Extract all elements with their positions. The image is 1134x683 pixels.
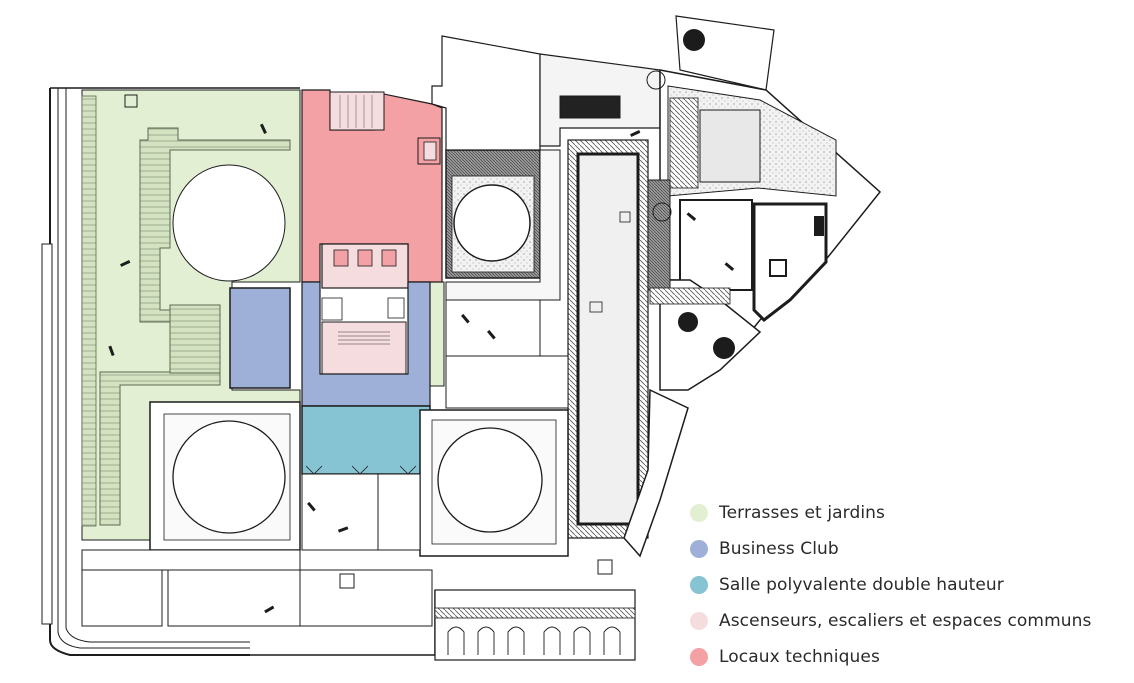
legend-item-business: Business Club xyxy=(690,536,839,562)
north-block xyxy=(431,35,541,151)
communs-dot-icon xyxy=(690,612,708,630)
north-dark-room xyxy=(559,95,621,119)
furniture-markers xyxy=(108,123,735,614)
courtyard-north xyxy=(445,123,541,279)
legend-label: Ascenseurs, escaliers et espaces communs xyxy=(719,611,1092,631)
legend-label: Business Club xyxy=(719,539,839,559)
zone-business xyxy=(229,281,431,407)
legend-item-communs: Ascenseurs, escaliers et espaces communs xyxy=(690,608,1091,634)
legend-label: Terrasses et jardins xyxy=(719,503,885,523)
legend-label: Salle polyvalente double hauteur xyxy=(719,575,1004,595)
zone-communs xyxy=(321,91,409,375)
business-dot-icon xyxy=(690,540,708,558)
legend-item-terrasses: Terrasses et jardins xyxy=(690,500,885,526)
left-facade xyxy=(41,243,53,625)
legend-label: Locaux techniques xyxy=(719,647,880,667)
middle-room-a xyxy=(445,299,541,357)
tree-icon xyxy=(713,337,735,359)
courtyard-sw xyxy=(149,401,301,551)
east-wing xyxy=(623,15,882,558)
tree-icon xyxy=(678,312,698,332)
techniques-dot-icon xyxy=(690,648,708,666)
bottom-arcade xyxy=(434,589,636,661)
middle-room-b xyxy=(445,355,569,409)
terrasses-dot-icon xyxy=(690,504,708,522)
bottom-rooms xyxy=(81,473,613,627)
courtyard-se xyxy=(419,409,569,557)
tree-icons xyxy=(646,29,735,359)
salle-dot-icon xyxy=(690,576,708,594)
zone-terrasses xyxy=(81,89,445,541)
central-long-block xyxy=(567,139,649,539)
tree-icon xyxy=(683,29,705,51)
legend-item-techniques: Locaux techniques xyxy=(690,644,880,670)
legend-item-salle: Salle polyvalente double hauteur xyxy=(690,572,1004,598)
zone-salle xyxy=(301,405,431,475)
